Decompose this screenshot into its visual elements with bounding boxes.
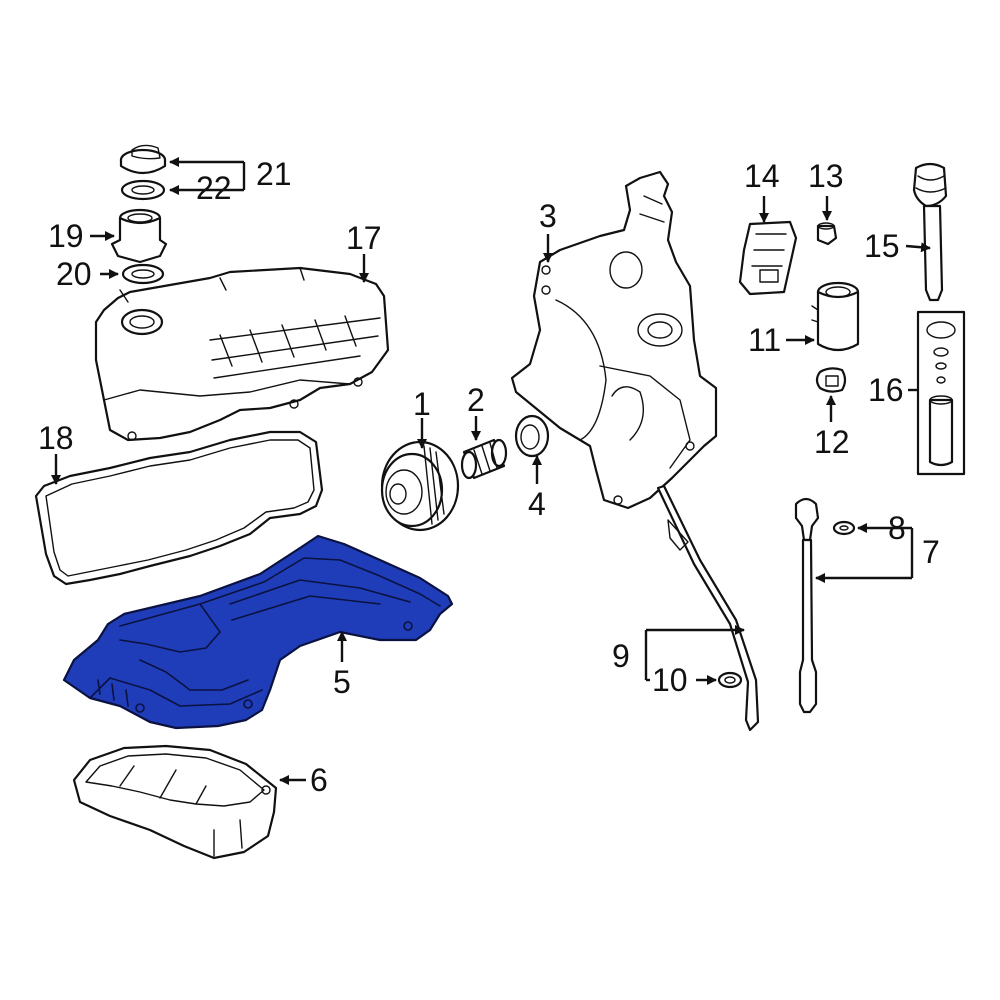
oil-filler-cap[interactable] bbox=[119, 144, 167, 175]
callout-13[interactable]: 13 bbox=[808, 158, 844, 194]
callout-7[interactable]: 7 bbox=[922, 534, 940, 570]
housing-seal[interactable] bbox=[815, 367, 847, 393]
crank-sleeve[interactable] bbox=[460, 438, 508, 480]
timing-cover[interactable] bbox=[510, 170, 718, 510]
callout-9[interactable]: 9 bbox=[612, 638, 630, 674]
oil-dipstick[interactable] bbox=[794, 497, 820, 714]
lower-oil-pan[interactable] bbox=[72, 744, 278, 860]
callout-4[interactable]: 4 bbox=[528, 486, 546, 522]
callout-20[interactable]: 20 bbox=[56, 256, 92, 292]
valve-cover[interactable] bbox=[94, 266, 390, 442]
callout-5[interactable]: 5 bbox=[333, 664, 351, 700]
cap-seal-ring[interactable] bbox=[120, 179, 166, 201]
filler-neck-seal[interactable] bbox=[121, 263, 165, 285]
callout-6[interactable]: 6 bbox=[310, 762, 328, 798]
callout-2[interactable]: 2 bbox=[467, 382, 485, 418]
callout-15[interactable]: 15 bbox=[864, 228, 900, 264]
dipstick-o-ring[interactable] bbox=[832, 520, 856, 536]
oil-filter-kit[interactable] bbox=[916, 310, 966, 476]
upper-oil-pan[interactable] bbox=[62, 534, 454, 730]
callout-22[interactable]: 22 bbox=[196, 170, 232, 206]
oil-filter-housing[interactable] bbox=[811, 281, 860, 352]
sensor-bolt[interactable] bbox=[816, 222, 838, 246]
callout-19[interactable]: 19 bbox=[48, 218, 84, 254]
callout-11[interactable]: 11 bbox=[748, 322, 782, 358]
valve-cover-gasket[interactable] bbox=[34, 430, 324, 586]
callout-18[interactable]: 18 bbox=[38, 420, 74, 456]
callout-1[interactable]: 1 bbox=[413, 386, 431, 422]
callout-14[interactable]: 14 bbox=[744, 158, 780, 194]
front-crank-seal[interactable] bbox=[514, 414, 550, 458]
callout-8[interactable]: 8 bbox=[888, 510, 906, 546]
dipstick-tube[interactable] bbox=[656, 484, 760, 732]
dipstick-tube-insert[interactable] bbox=[912, 162, 948, 302]
callout-21[interactable]: 21 bbox=[256, 156, 292, 192]
crankshaft-pulley[interactable] bbox=[380, 440, 460, 532]
oil-sensor-module[interactable] bbox=[738, 220, 798, 296]
callout-16[interactable]: 16 bbox=[868, 372, 904, 408]
dipstick-tube-seal[interactable] bbox=[717, 671, 743, 689]
callout-12[interactable]: 12 bbox=[814, 424, 850, 460]
oil-filler-neck[interactable] bbox=[110, 208, 168, 264]
callout-10[interactable]: 10 bbox=[652, 662, 688, 698]
callout-17[interactable]: 17 bbox=[346, 220, 382, 256]
callout-3[interactable]: 3 bbox=[539, 198, 557, 234]
